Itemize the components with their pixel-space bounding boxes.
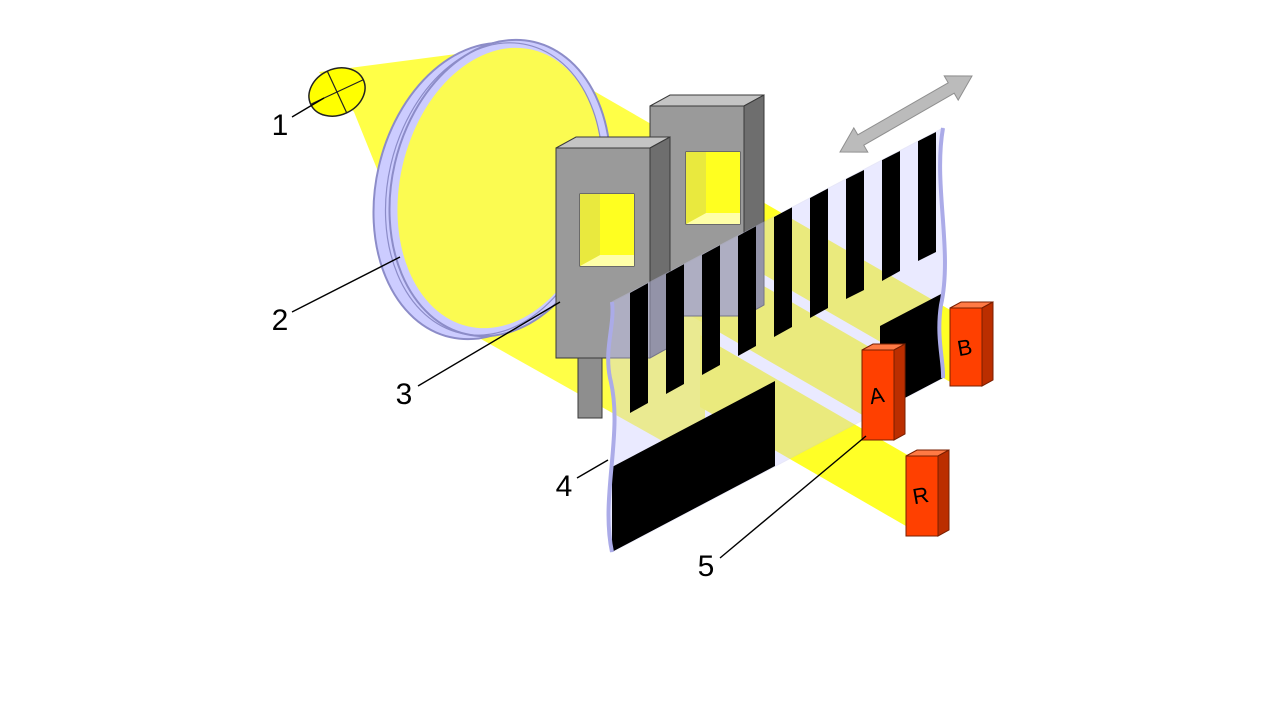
detector-b-side bbox=[981, 301, 994, 387]
detector-a-front bbox=[861, 349, 895, 441]
leader-line-1 bbox=[291, 97, 325, 118]
detector-b-front bbox=[949, 307, 983, 387]
scale-stripe bbox=[774, 207, 792, 337]
mask-window-b-floor bbox=[686, 213, 740, 224]
motion-direction-arrow-icon bbox=[839, 75, 973, 153]
mask-window-a-light bbox=[600, 194, 634, 255]
lens-light-face bbox=[397, 47, 603, 329]
detector-a-label: A bbox=[867, 382, 886, 409]
mask-window-a-wall bbox=[580, 194, 600, 266]
detector-b: B bbox=[949, 301, 994, 387]
callout-5: 5 bbox=[698, 550, 715, 583]
code-scale-film bbox=[606, 127, 947, 553]
scale-stripe bbox=[738, 226, 756, 356]
mask-window-b bbox=[685, 151, 741, 225]
mask-window-b-wall bbox=[686, 152, 706, 224]
collimating-lens bbox=[372, 38, 612, 341]
detector-r-label: R bbox=[911, 482, 931, 509]
detector-b-label: B bbox=[955, 334, 974, 361]
leader-line-3 bbox=[417, 301, 561, 387]
reference-track-band-left bbox=[612, 381, 775, 552]
scale-stripe bbox=[666, 264, 684, 394]
beam-channel-r bbox=[700, 335, 918, 533]
detector-r-side bbox=[937, 449, 950, 537]
mask-window-a bbox=[579, 193, 635, 267]
callout-3: 3 bbox=[396, 378, 413, 411]
leader-line-4 bbox=[576, 459, 609, 479]
film-right-wavy-edge bbox=[937, 127, 947, 379]
lamp-cross-vertical bbox=[326, 70, 348, 114]
detector-r-front bbox=[905, 455, 939, 537]
mask-window-a-floor bbox=[580, 255, 634, 266]
detector-a-side bbox=[893, 343, 906, 441]
light-source-lamp-icon bbox=[308, 67, 366, 117]
detector-r: R bbox=[905, 449, 950, 537]
mask-window-b-light bbox=[706, 152, 740, 213]
callout-4: 4 bbox=[556, 470, 573, 503]
mask-lower-edge bbox=[577, 357, 603, 419]
scale-stripe bbox=[882, 151, 900, 281]
leader-line-2 bbox=[291, 256, 401, 313]
scale-stripe bbox=[846, 170, 864, 299]
scale-stripe bbox=[810, 188, 828, 318]
callout-2: 2 bbox=[272, 304, 289, 337]
film-tracks bbox=[612, 132, 943, 552]
scale-stripe bbox=[702, 245, 720, 375]
callout-1: 1 bbox=[272, 109, 289, 142]
scale-stripe bbox=[918, 132, 936, 261]
scale-stripe bbox=[630, 283, 648, 413]
film-left-wavy-edge bbox=[606, 301, 617, 553]
detector-a: A bbox=[861, 343, 906, 441]
leader-line-5 bbox=[719, 435, 867, 559]
mask-plate bbox=[555, 94, 765, 419]
